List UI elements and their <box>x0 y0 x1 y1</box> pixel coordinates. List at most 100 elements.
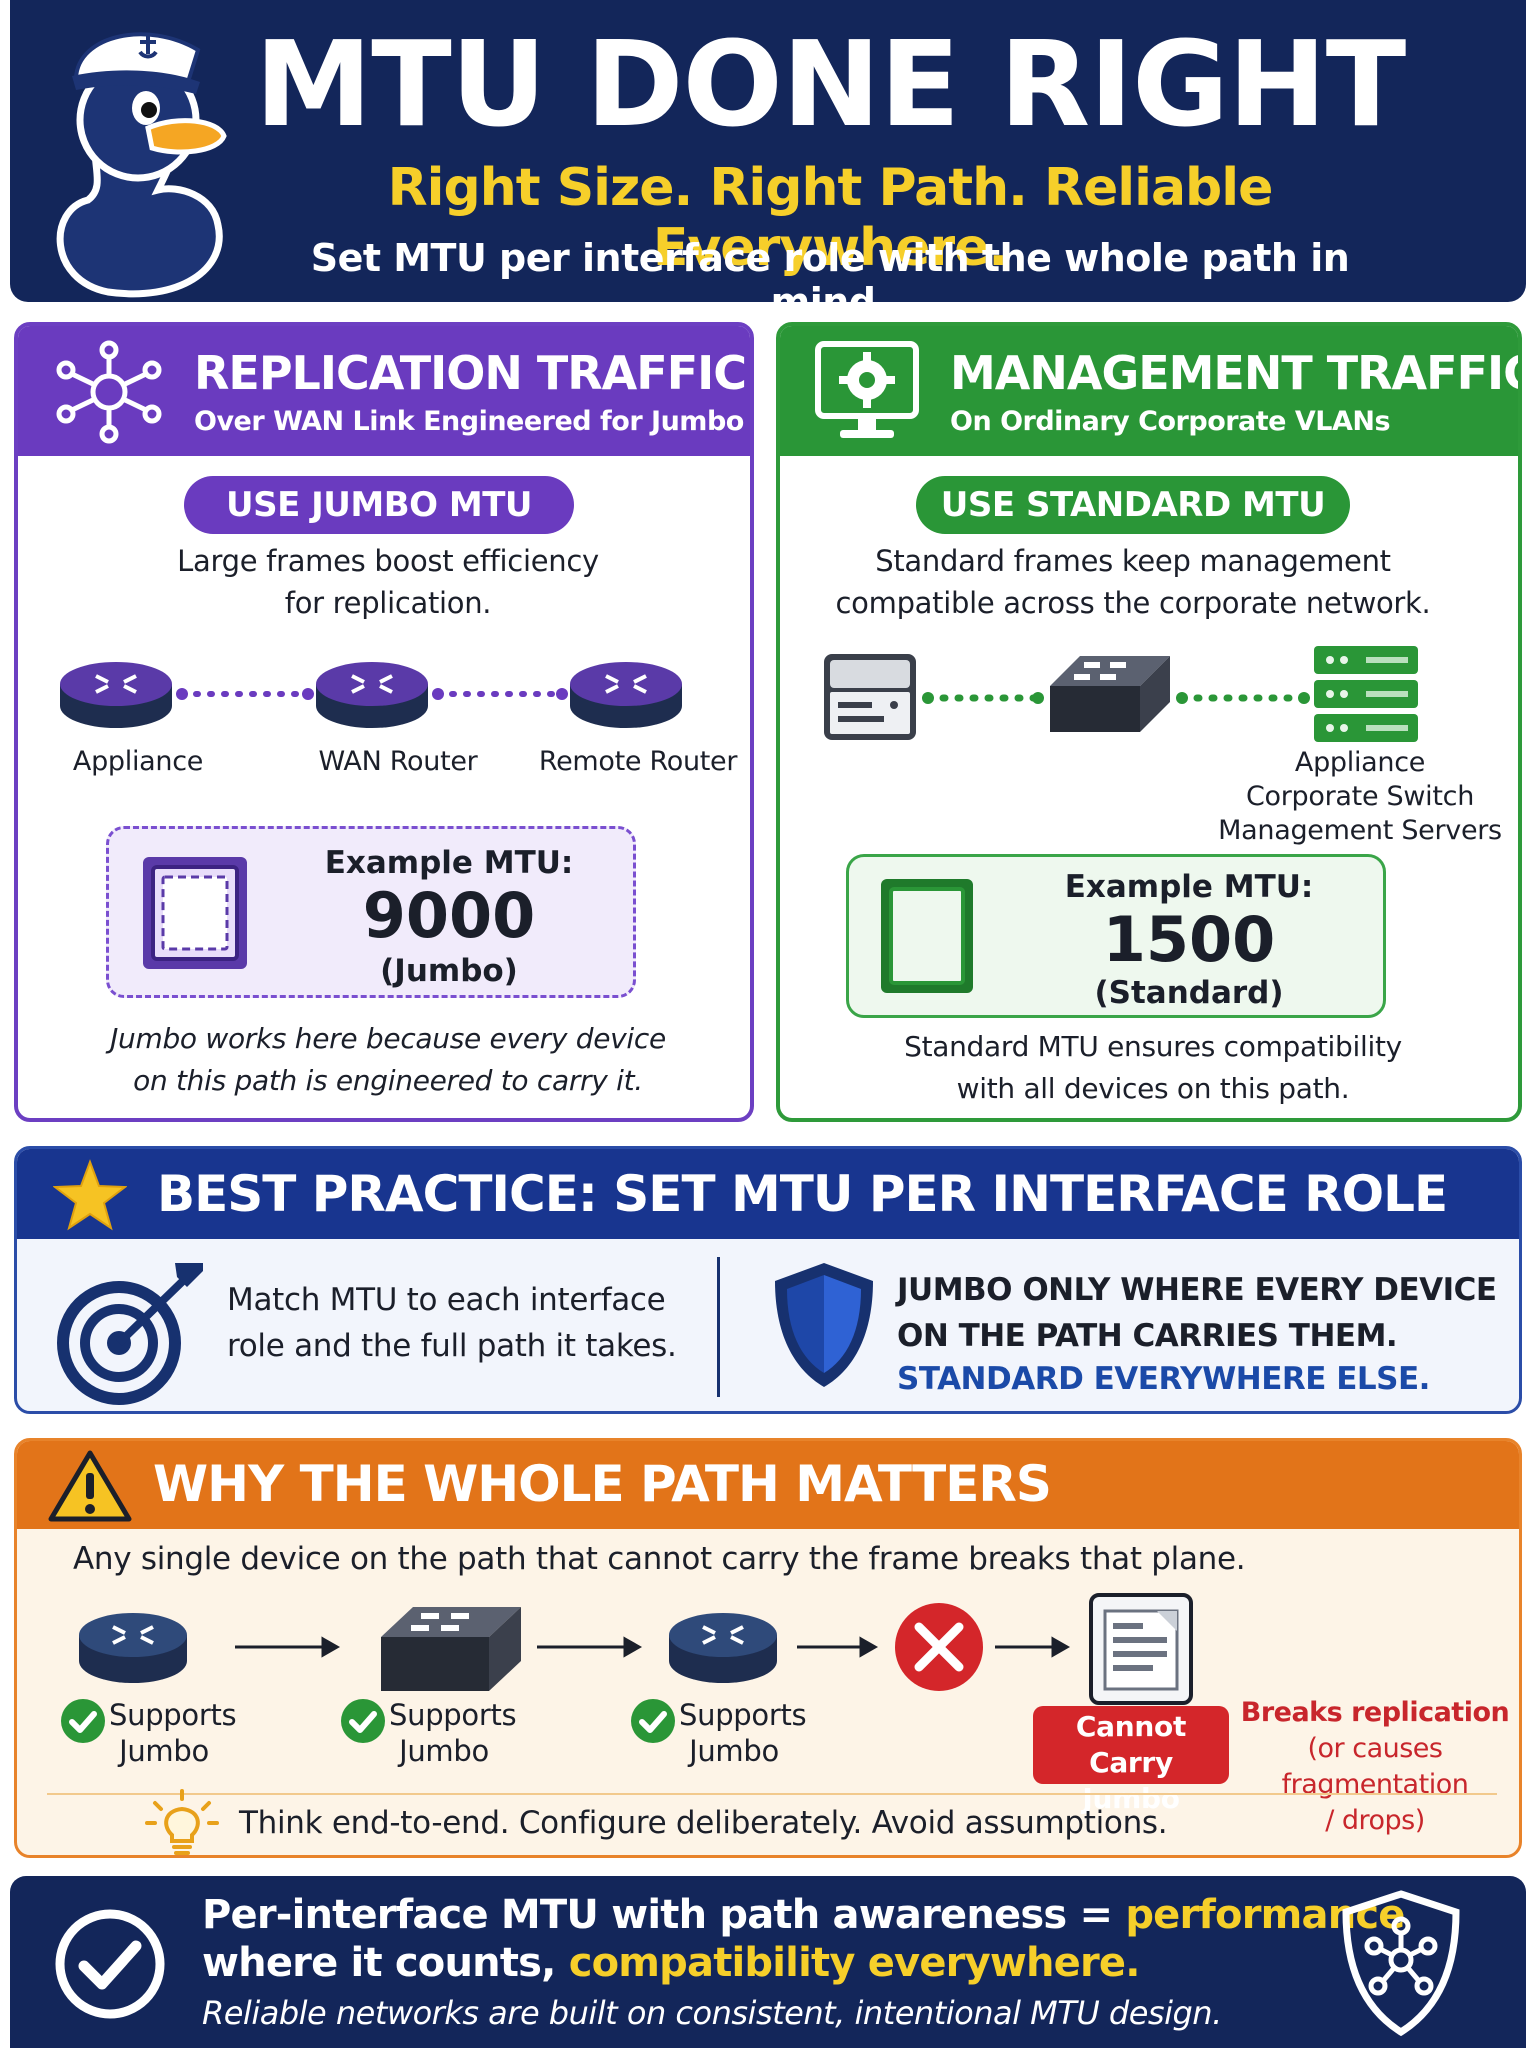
check-circle-icon <box>631 1699 675 1743</box>
target-icon <box>57 1263 203 1405</box>
why-path-panel: WHY THE WHOLE PATH MATTERS Any single de… <box>14 1438 1522 1858</box>
why-title: WHY THE WHOLE PATH MATTERS <box>153 1455 1052 1513</box>
best-practice-panel: BEST PRACTICE: SET MTU PER INTERFACE ROL… <box>14 1146 1522 1414</box>
footer-line-2: where it counts, compatibility everywher… <box>202 1940 1140 1986</box>
example-mtu-kind: (Jumbo) <box>380 953 518 989</box>
best-practice-line: ON THE PATH CARRIES THEM. <box>897 1318 1398 1354</box>
supports-line: Jumbo <box>399 1734 489 1768</box>
arrow-icon <box>235 1636 341 1658</box>
why-header: WHY THE WHOLE PATH MATTERS <box>17 1441 1519 1529</box>
header-banner: MTU DONE RIGHT Right Size. Right Path. R… <box>10 0 1526 324</box>
standard-frame-icon <box>881 879 973 993</box>
best-practice-header: BEST PRACTICE: SET MTU PER INTERFACE ROL… <box>17 1149 1519 1239</box>
router-icon <box>79 1613 187 1683</box>
router-icon <box>669 1613 777 1683</box>
supports-line: Jumbo <box>119 1734 209 1768</box>
warning-icon <box>48 1450 132 1522</box>
replication-note-line: Jumbo works here because every device <box>110 1022 666 1055</box>
replication-title: REPLICATION TRAFFIC <box>194 346 747 400</box>
best-practice-line: role and the full path it takes. <box>227 1328 677 1364</box>
why-description: Any single device on the path that canno… <box>73 1541 1246 1577</box>
switch-icon <box>381 1607 521 1691</box>
network-hub-icon <box>56 340 162 444</box>
replication-header: REPLICATION TRAFFIC Over WAN Link Engine… <box>18 326 750 456</box>
supports-line: Supports <box>679 1698 807 1732</box>
device-label: Remote Router <box>538 746 738 777</box>
cannot-carry-badge: Cannot Carry Jumbo <box>1033 1706 1229 1815</box>
divider <box>717 1257 720 1397</box>
footer-text: where it counts, <box>202 1940 569 1986</box>
shield-network-icon <box>1342 1890 1460 2037</box>
best-practice-line: JUMBO ONLY WHERE EVERY DEVICE <box>897 1272 1497 1308</box>
example-mtu-kind: (Standard) <box>1094 975 1284 1011</box>
footer-text: Per-interface MTU with path awareness = <box>202 1892 1126 1938</box>
router-icon <box>570 662 682 728</box>
best-practice-line: Match MTU to each interface <box>227 1282 666 1318</box>
think-end-to-end-text: Think end-to-end. Configure deliberately… <box>239 1805 1168 1841</box>
error-x-icon <box>895 1603 983 1691</box>
device-label: Appliance <box>1294 747 1426 778</box>
management-desc-line: compatible across the corporate network. <box>835 586 1431 620</box>
replication-subtitle: Over WAN Link Engineered for Jumbo Frame… <box>194 406 750 437</box>
device-label: Management Servers <box>1218 815 1502 846</box>
management-header: MANAGEMENT TRAFFIC On Ordinary Corporate… <box>780 326 1518 456</box>
switch-icon <box>1050 656 1170 732</box>
management-device-labels: Appliance Corporate Switch Management Se… <box>1180 746 1518 848</box>
footer-line-3: Reliable networks are built on consisten… <box>202 1994 1222 2032</box>
device-document-icon <box>1089 1593 1193 1705</box>
check-circle-icon <box>341 1699 385 1743</box>
footer-banner: Per-interface MTU with path awareness = … <box>10 1876 1526 2048</box>
arrow-icon <box>537 1636 643 1658</box>
best-practice-left-text: Match MTU to each interface role and the… <box>227 1277 687 1369</box>
router-icon <box>60 662 172 728</box>
replication-note-line: on this path is engineered to carry it. <box>133 1064 643 1097</box>
shield-icon <box>775 1263 873 1387</box>
management-desc-line: Standard frames keep management <box>875 544 1391 578</box>
replication-note: Jumbo works here because every device on… <box>38 1018 738 1102</box>
page-tagline: Set MTU per interface role with the whol… <box>310 236 1350 324</box>
example-mtu-box: Example MTU: 1500 (Standard) <box>846 854 1386 1018</box>
management-note: Standard MTU ensures compatibility with … <box>800 1026 1506 1110</box>
cannot-carry-line: Jumbo <box>1082 1782 1180 1815</box>
divider <box>47 1793 1497 1795</box>
breaks-line: Breaks replication <box>1240 1697 1510 1728</box>
replication-desc-line: for replication. <box>284 586 492 620</box>
check-circle-icon <box>61 1699 105 1743</box>
best-practice-right-text: JUMBO ONLY WHERE EVERY DEVICE ON THE PAT… <box>897 1267 1497 1359</box>
replication-desc: Large frames boost efficiency for replic… <box>58 540 718 624</box>
replication-desc-line: Large frames boost efficiency <box>177 544 599 578</box>
supports-line: Supports <box>109 1698 237 1732</box>
replication-path-diagram <box>60 662 682 728</box>
cannot-carry-line: Cannot Carry <box>1075 1710 1187 1779</box>
footer-line-1: Per-interface MTU with path awareness = … <box>202 1892 1405 1938</box>
example-mtu-value: 9000 <box>362 879 536 952</box>
use-standard-badge: USE STANDARD MTU <box>916 476 1350 534</box>
supports-line: Jumbo <box>689 1734 779 1768</box>
management-path-diagram <box>824 646 1418 742</box>
device-label: Corporate Switch <box>1245 781 1475 812</box>
best-practice-highlight: STANDARD EVERYWHERE ELSE. <box>897 1361 1430 1397</box>
router-icon <box>316 662 428 728</box>
footer-highlight: performance <box>1125 1892 1405 1938</box>
replication-panel: REPLICATION TRAFFIC Over WAN Link Engine… <box>14 322 754 1122</box>
lightbulb-icon <box>145 1789 219 1855</box>
example-mtu-label: Example MTU: <box>1064 869 1314 905</box>
supports-line: Supports <box>389 1698 517 1732</box>
why-path-diagram <box>79 1593 1193 1705</box>
arrow-icon <box>797 1636 879 1658</box>
management-title: MANAGEMENT TRAFFIC <box>950 346 1522 400</box>
star-icon <box>53 1159 127 1231</box>
appliance-icon <box>824 654 916 740</box>
breaks-replication-note: Breaks replication (or causes fragmentat… <box>1235 1695 1515 1839</box>
device-label: WAN Router <box>318 746 478 777</box>
management-subtitle: On Ordinary Corporate VLANs <box>950 406 1391 437</box>
page-subtitle: Right Size. Right Path. Reliable Everywh… <box>387 158 1274 278</box>
monitor-gear-icon <box>815 341 919 438</box>
example-mtu-label: Example MTU: <box>324 845 574 881</box>
device-label: Appliance <box>72 746 204 777</box>
check-circle-icon <box>55 1909 165 2019</box>
management-note-line: Standard MTU ensures compatibility <box>904 1030 1402 1063</box>
duck-captain-icon <box>56 32 227 298</box>
